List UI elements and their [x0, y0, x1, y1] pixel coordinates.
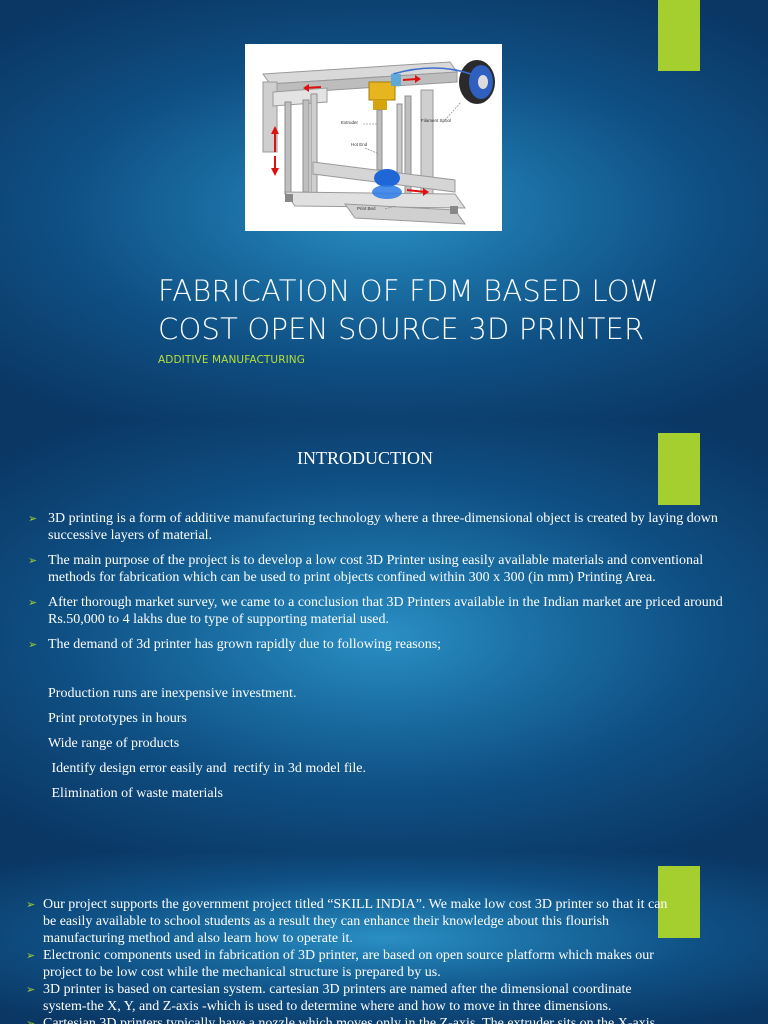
accent-bar — [658, 0, 700, 71]
presentation-title: FABRICATION OF FDM BASED LOW COST OPEN S… — [158, 274, 659, 346]
presentation-subtitle: ADDITIVE MANUFACTURING — [158, 354, 305, 366]
list-item-text: The demand of 3d printer has grown rapid… — [48, 637, 442, 652]
bullet-arrow-icon: ➢ — [26, 899, 36, 911]
accent-bar — [658, 433, 700, 505]
list-item: ➢ After thorough market survey, we came … — [28, 594, 723, 628]
list-item-text: 3D printing is a form of additive manufa… — [48, 511, 718, 543]
list-item: ➢ 3D printer is based on cartesian system… — [26, 981, 671, 1015]
bullet-arrow-icon: ➢ — [26, 984, 36, 996]
list-item-text: 3D printer is based on cartesian system.… — [43, 982, 632, 1014]
intro-bullet-list: ➢ 3D printing is a form of additive manuf… — [28, 510, 723, 661]
bullet-arrow-icon: ➢ — [28, 639, 38, 651]
list-item-text: Cartesian 3D printers typically have a n… — [43, 1016, 656, 1024]
section-heading: INTRODUCTION — [297, 448, 433, 468]
list-item: ➢ Electronic components used in fabricati… — [26, 947, 671, 981]
list-item: ➢ Our project supports the government pro… — [26, 896, 671, 947]
list-item-text: Our project supports the government proj… — [43, 897, 668, 946]
bullet-arrow-icon: ➢ — [28, 597, 38, 609]
list-item: ➢ The demand of 3d printer has grown rapi… — [28, 636, 723, 653]
title-slide: Extruder Filament Spool Hot End Print Be… — [0, 0, 768, 420]
printer-diagram: Extruder Filament Spool Hot End Print Be… — [262, 60, 495, 225]
bullet-arrow-icon: ➢ — [28, 555, 38, 567]
list-item: ➢ The main purpose of the project is to d… — [28, 552, 723, 586]
reason-item: Wide range of products — [48, 736, 180, 751]
reason-item: Print prototypes in hours — [48, 711, 187, 726]
print-bed-label: Print Bed — [357, 206, 376, 211]
project-details-slide: ➢ Our project supports the government pro… — [0, 852, 768, 1024]
reasons-list: Production runs are inexpensive investme… — [48, 685, 366, 810]
list-item-text: Electronic components used in fabricatio… — [43, 948, 654, 980]
project-bullet-list: ➢ Our project supports the government pro… — [26, 896, 671, 1024]
accent-bar — [658, 866, 700, 938]
reason-item: Production runs are inexpensive investme… — [48, 686, 297, 701]
bullet-arrow-icon: ➢ — [26, 950, 36, 962]
list-item-text: The main purpose of the project is to de… — [48, 553, 704, 585]
bullet-arrow-icon: ➢ — [28, 513, 38, 525]
reason-item: Elimination of waste materials — [48, 786, 223, 801]
printer-diagram-figure: Extruder Filament Spool Hot End Print Be… — [245, 44, 502, 231]
introduction-slide: INTRODUCTION ➢ 3D printing is a form of a… — [0, 420, 768, 852]
bullet-arrow-icon: ➢ — [26, 1018, 36, 1024]
extruder-label: Extruder — [341, 120, 359, 125]
list-item-text: After thorough market survey, we came to… — [48, 595, 723, 627]
list-item: ➢ Cartesian 3D printers typically have a … — [26, 1015, 671, 1024]
hot-end-label: Hot End — [351, 142, 368, 147]
list-item: ➢ 3D printing is a form of additive manuf… — [28, 510, 723, 544]
filament-spool-label: Filament Spool — [421, 118, 451, 123]
reason-item: Identify design error easily and rectify… — [48, 761, 367, 776]
